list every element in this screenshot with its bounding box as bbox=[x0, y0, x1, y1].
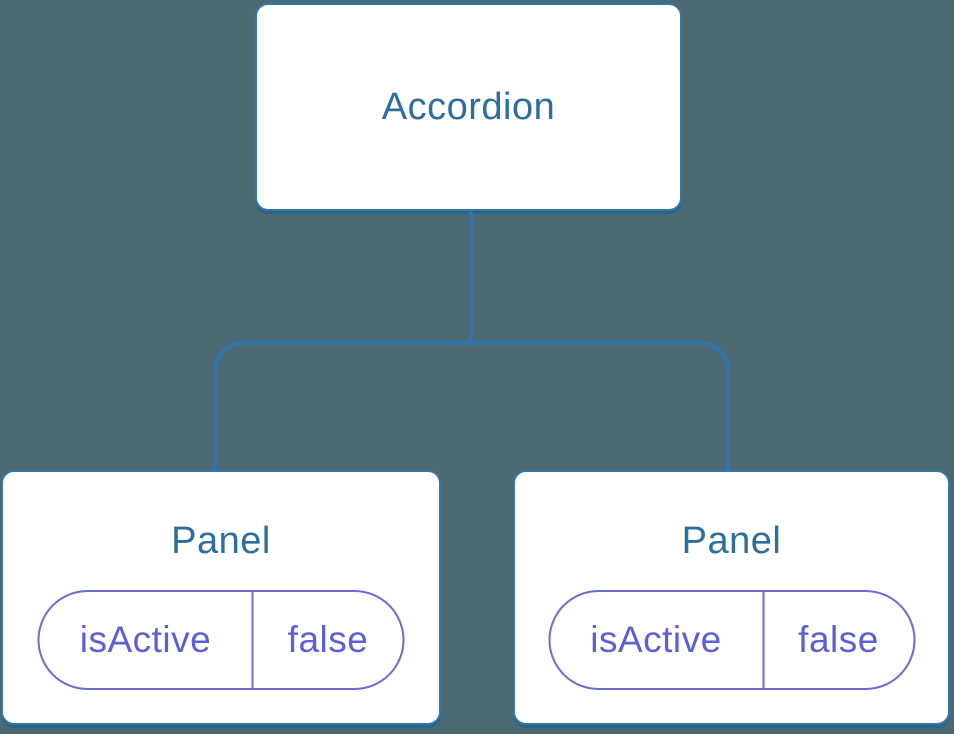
state-name: isActive bbox=[550, 592, 764, 688]
panel-node-label: Panel bbox=[171, 520, 271, 562]
connector-root-stem bbox=[469, 210, 473, 343]
panel-node-label: Panel bbox=[681, 520, 782, 562]
state-name: isActive bbox=[40, 592, 254, 688]
state-pill: isActive false bbox=[548, 590, 915, 690]
tree-node-accordion: Accordion bbox=[255, 3, 682, 211]
state-value: false bbox=[798, 619, 879, 660]
accordion-node-label: Accordion bbox=[381, 85, 556, 128]
state-pill: isActive false bbox=[37, 590, 405, 690]
state-value: false bbox=[287, 619, 369, 660]
tree-node-panel-right: Panel isActive false bbox=[513, 470, 950, 725]
tree-node-panel-left: Panel isActive false bbox=[1, 470, 441, 725]
connector-branch bbox=[213, 341, 730, 472]
